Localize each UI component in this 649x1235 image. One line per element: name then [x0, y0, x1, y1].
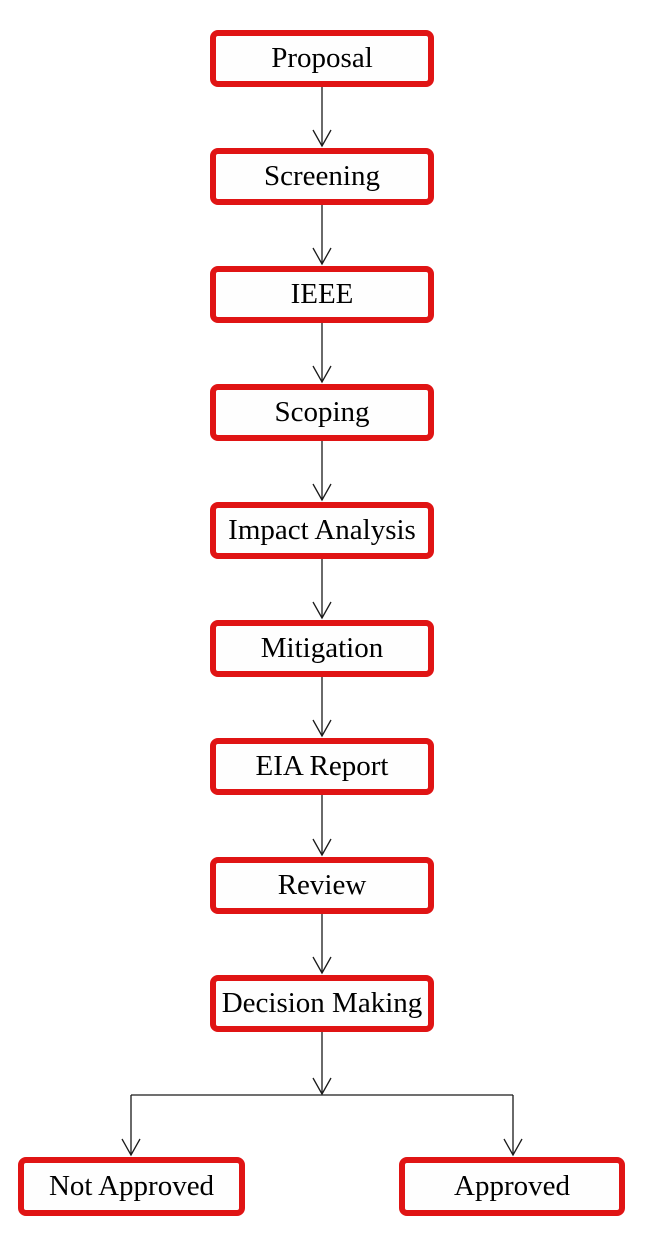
arrow-junction-not-approved	[121, 1095, 141, 1157]
arrow-junction-approved	[503, 1095, 523, 1157]
arrow-eia-report-review	[312, 795, 332, 857]
node-impact-analysis: Impact Analysis	[210, 502, 434, 559]
arrow-mitigation-eia-report	[312, 677, 332, 738]
arrow-proposal-screening	[312, 87, 332, 148]
node-approved: Approved	[399, 1157, 625, 1216]
node-not-approved: Not Approved	[18, 1157, 245, 1216]
arrow-screening-ieee	[312, 205, 332, 266]
node-screening: Screening	[210, 148, 434, 205]
arrow-scoping-impact-analysis	[312, 441, 332, 502]
arrow-impact-analysis-mitigation	[312, 559, 332, 620]
node-eia-report: EIA Report	[210, 738, 434, 795]
node-mitigation: Mitigation	[210, 620, 434, 677]
arrow-ieee-scoping	[312, 323, 332, 384]
arrow-review-decision-making	[312, 914, 332, 975]
node-review: Review	[210, 857, 434, 914]
node-proposal: Proposal	[210, 30, 434, 87]
node-scoping: Scoping	[210, 384, 434, 441]
node-decision-making: Decision Making	[210, 975, 434, 1032]
arrow-decision-making-junction	[312, 1032, 332, 1096]
node-ieee: IEEE	[210, 266, 434, 323]
